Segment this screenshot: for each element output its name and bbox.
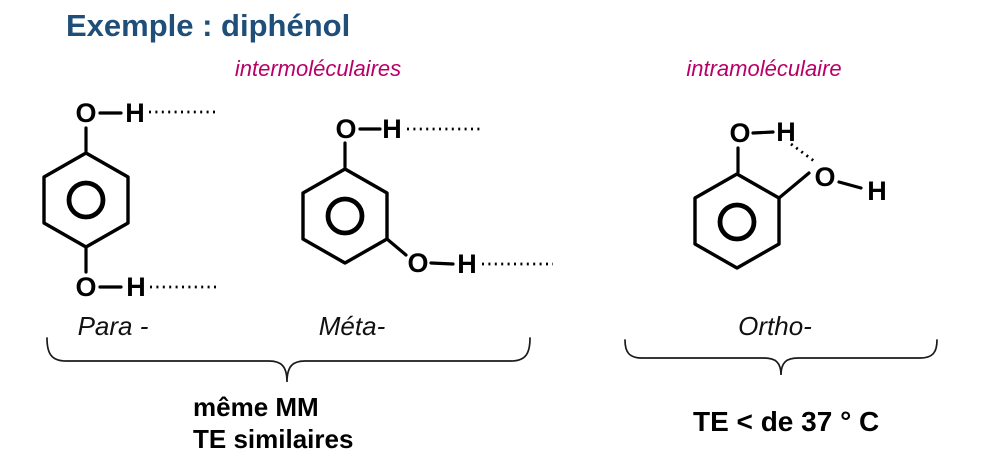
meta-side-oxygen: O (407, 248, 428, 278)
para-structure: O H O H (42, 98, 218, 302)
para-isomer-label: Para - (77, 311, 149, 341)
page-title: Exemple : diphénol (66, 8, 351, 43)
ortho-ring-to-side-o-bond (777, 171, 811, 200)
ortho-top-oxygen: O (729, 118, 750, 148)
para-bottom-oxygen: O (75, 272, 96, 302)
intramolecular-label: intramoléculaire (686, 56, 842, 81)
meta-side-oh-bond (429, 261, 455, 266)
para-meta-properties-note: même MM TE similaires (193, 391, 353, 455)
te-similar-text: TE similaires (193, 424, 354, 454)
ortho-side-oxygen: O (814, 162, 835, 192)
meta-aromatic-circle (325, 196, 365, 236)
ortho-benzene-ring-hexagon (693, 172, 781, 270)
ortho-intramolecular-hydrogen-bond-dotted-line (790, 142, 815, 163)
ortho-side-hydrogen: H (867, 176, 887, 206)
meta-structure: O H O H (301, 114, 553, 279)
ortho-top-oh-bond (751, 130, 775, 135)
same-mm-text: même MM (193, 392, 319, 422)
ortho-aromatic-circle (717, 202, 757, 242)
ortho-top-hydrogen: H (776, 117, 796, 147)
meta-top-oxygen: O (335, 114, 356, 144)
para-aromatic-circle (66, 180, 106, 220)
ortho-side-oh-bond (837, 180, 863, 190)
meta-top-hydrogen: H (382, 114, 402, 144)
meta-isomer-label: Méta- (318, 311, 386, 341)
ortho-isomer-label: Ortho- (738, 311, 812, 341)
para-top-hydrogen: H (125, 98, 145, 128)
para-meta-group-brace (46, 337, 531, 383)
ortho-group-brace (624, 339, 938, 376)
ortho-boiling-point-note: TE < de 37 ° C (693, 406, 880, 437)
intermolecular-label: intermoléculaires (234, 56, 402, 81)
para-bottom-hydrogen: H (126, 272, 146, 302)
meta-ring-to-side-o-bond (385, 237, 408, 257)
para-benzene-ring-hexagon (42, 151, 130, 249)
meta-side-hydrogen: H (457, 249, 477, 279)
meta-benzene-ring-hexagon (301, 167, 389, 265)
para-top-oxygen: O (75, 98, 96, 128)
ortho-structure: O H O H (693, 117, 887, 270)
